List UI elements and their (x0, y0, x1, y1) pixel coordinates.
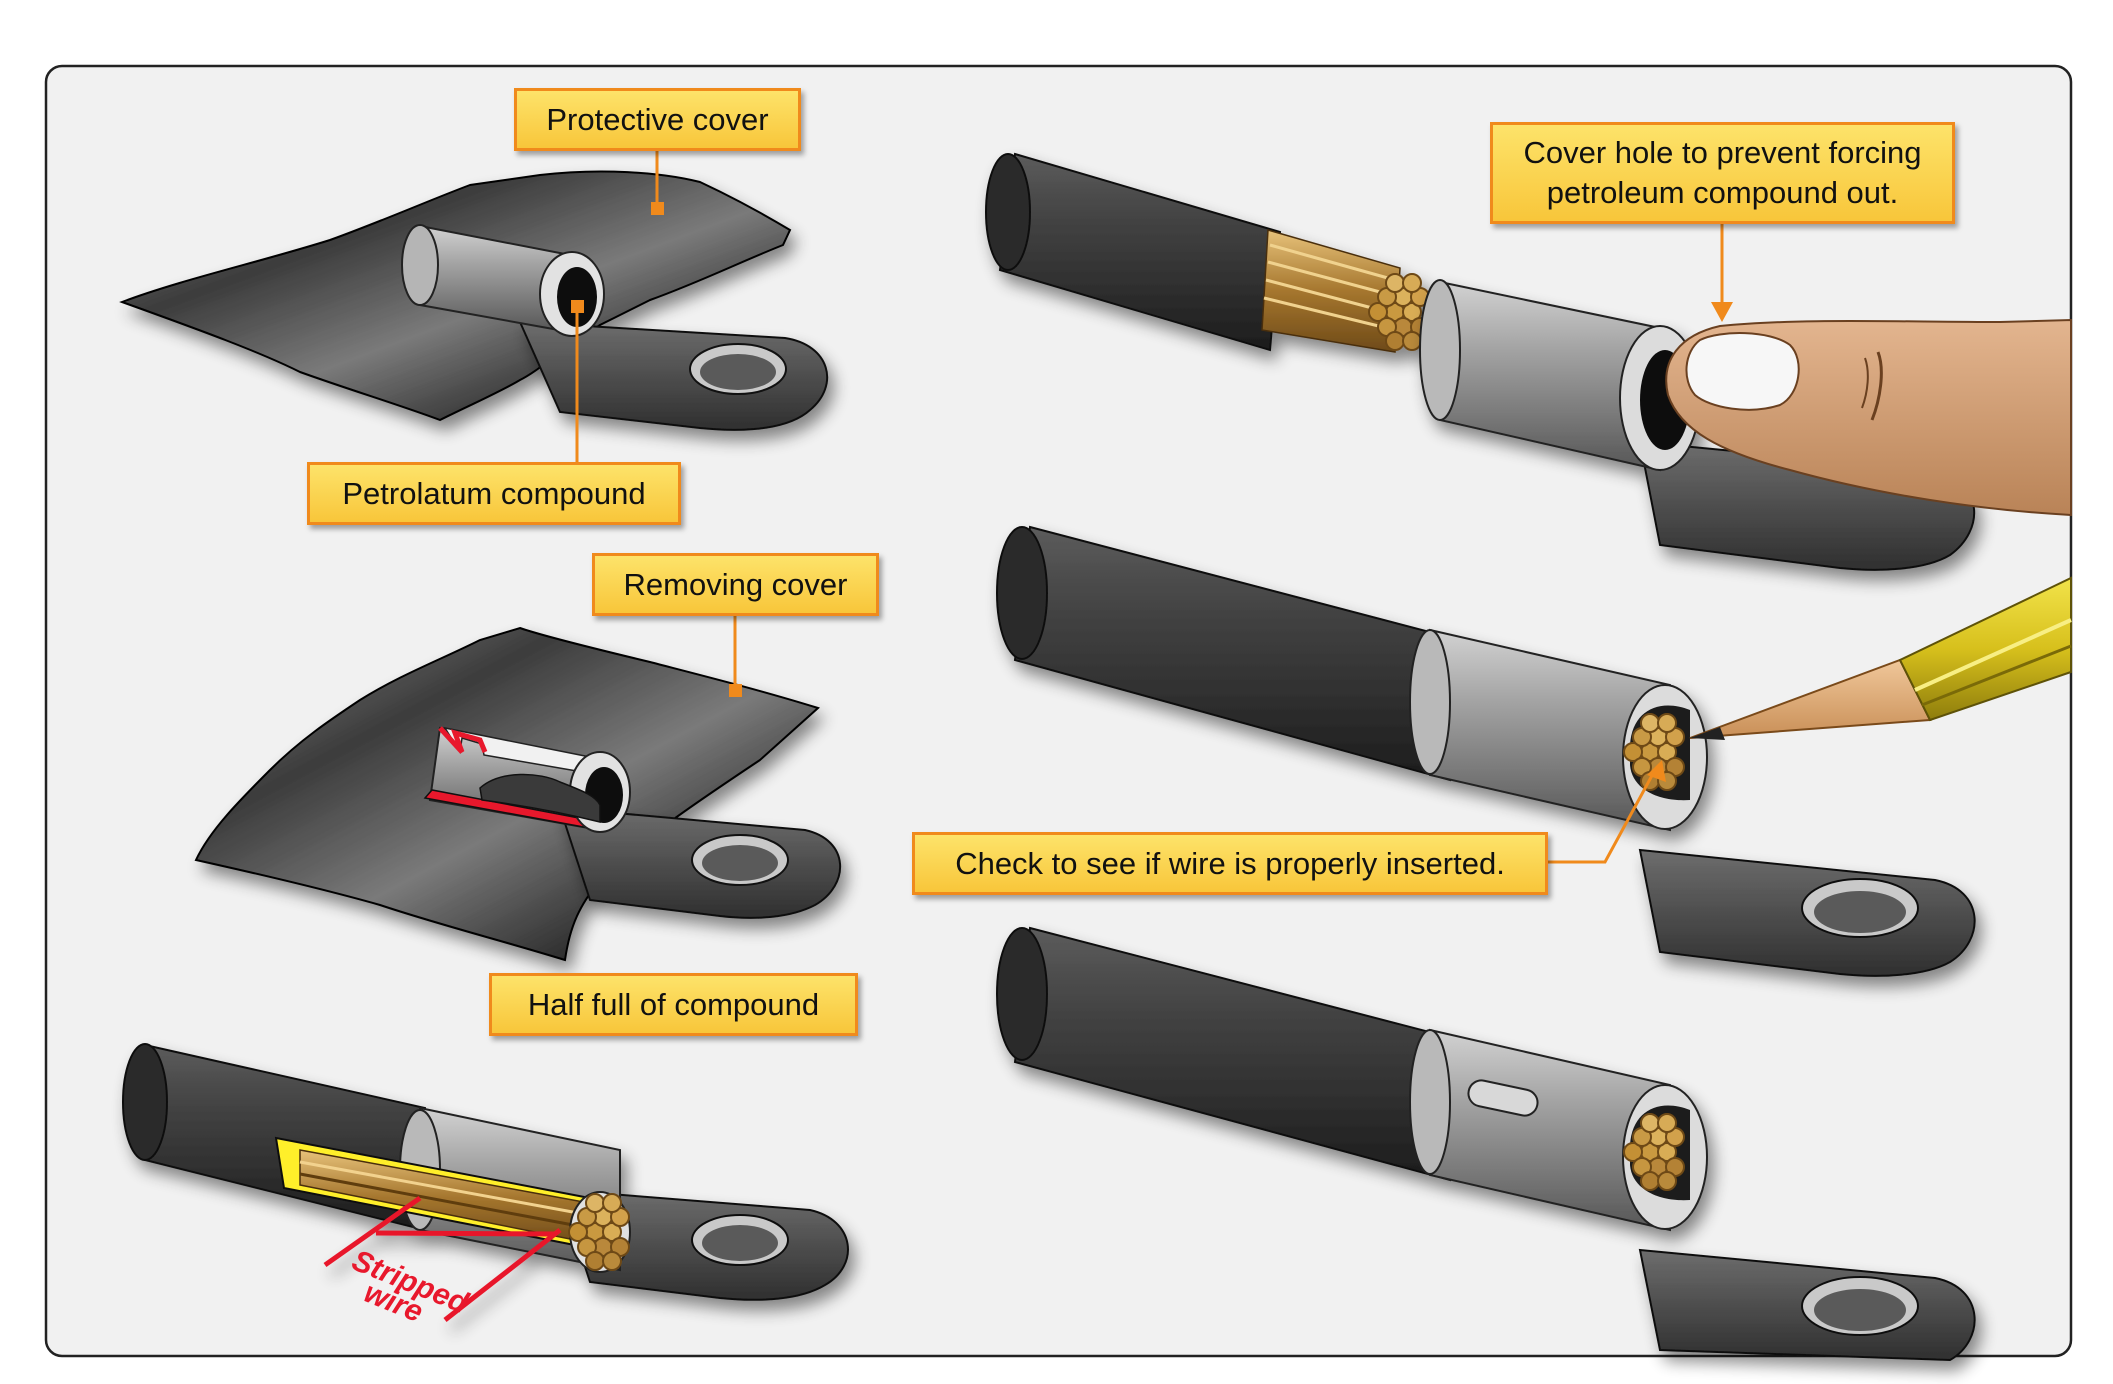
half-full-callout: Half full of compound (489, 973, 858, 1036)
lug-with-protective-cover (119, 170, 829, 431)
half-full-label: Half full of compound (527, 987, 820, 1022)
removing-cover-callout: Removing cover (592, 553, 879, 616)
removing-cover-label: Removing cover (623, 567, 848, 602)
cover-hole-label-line1: Cover hole to prevent forcing (1523, 135, 1922, 170)
check-wire-label: Check to see if wire is properly inserte… (955, 846, 1505, 881)
callout-leader-ends (571, 202, 1733, 782)
cable-and-lug-with-finger (985, 152, 2072, 571)
petrolatum-compound-label: Petrolatum compound (342, 476, 646, 511)
protective-cover-callout: Protective cover (514, 88, 801, 151)
callout-leaders (575, 151, 1724, 864)
check-wire-callout: Check to see if wire is properly inserte… (912, 832, 1548, 895)
lug-finished-crimp (996, 926, 1976, 1362)
lug-stripped-wire (122, 1043, 849, 1322)
lug-removing-cover (194, 626, 841, 962)
protective-cover-label: Protective cover (546, 102, 769, 137)
cover-hole-callout: Cover hole to prevent forcing petroleum … (1490, 122, 1955, 224)
lug-inspection-with-pencil (996, 525, 2072, 977)
petrolatum-compound-callout: Petrolatum compound (307, 462, 681, 525)
cover-hole-label-line2: petroleum compound out. (1546, 175, 1899, 210)
